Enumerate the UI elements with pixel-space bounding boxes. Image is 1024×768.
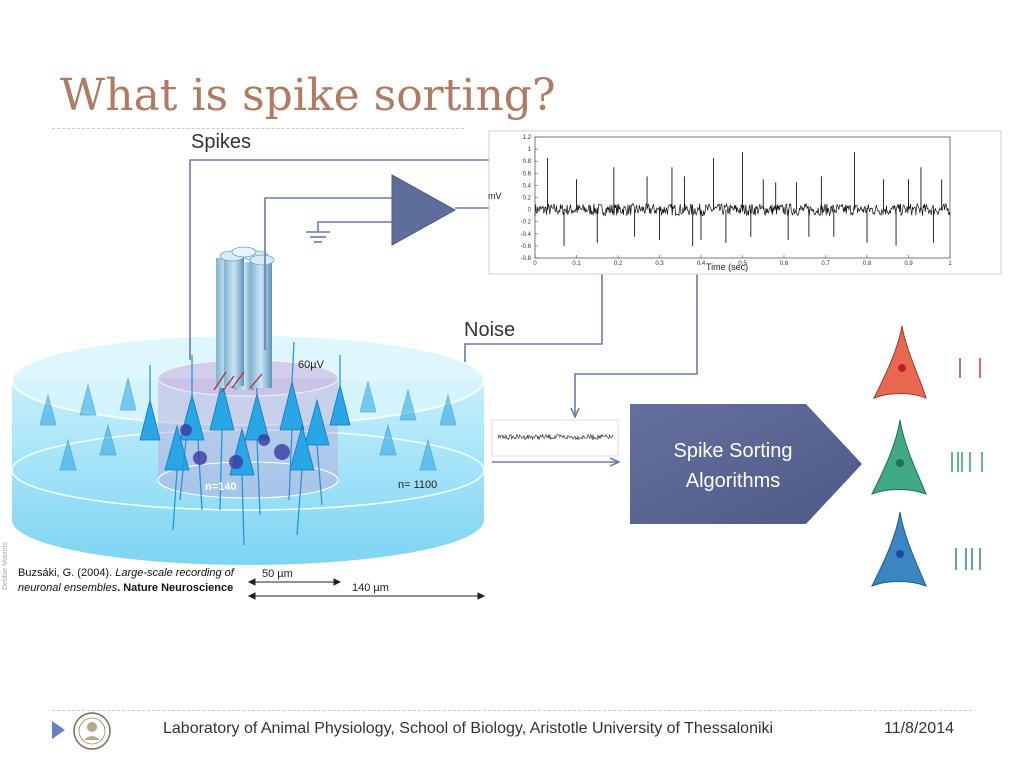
chart-ylabel: mV: [488, 191, 502, 201]
signal-wires: [189, 160, 698, 462]
voltage-label: 60µV: [298, 359, 325, 371]
recording-chart: -0.8 -0.6 -0.4 -0.2 0 0.2 0.4 0.6 0.8 1 1.2 0 0.1 0.2…: [488, 130, 1002, 275]
x-tick-label: 0.7: [821, 261, 830, 267]
footer-arrow-icon: [52, 721, 65, 739]
university-seal-icon: [73, 712, 111, 750]
citation-journal-prefix: .: [117, 582, 124, 594]
ground-icon: [306, 231, 330, 243]
sorted-neuron-green: [870, 419, 927, 495]
scale-bars: [247, 578, 486, 600]
citation-journal: Nature Neuroscience: [123, 582, 234, 594]
y-tick-label: 0.2: [523, 196, 532, 202]
sorted-neuron-red: [872, 325, 927, 399]
x-tick-label: 1: [948, 261, 952, 267]
spike-train-red: [959, 358, 981, 378]
y-tick-label: 1.2: [523, 135, 532, 141]
citation-authors: Buzsáki, G. (2004).: [18, 567, 113, 579]
x-tick-label: 0.5: [738, 261, 747, 267]
spike-train-green: [951, 452, 983, 472]
spike-train-blue: [955, 548, 981, 570]
footer-divider: [52, 710, 972, 711]
noise-label: Noise: [464, 319, 516, 341]
x-tick-label: 0.3: [655, 261, 664, 267]
tetrode-electrode: [213, 246, 275, 393]
y-tick-label: -0.6: [521, 244, 532, 250]
citation: Buzsáki, G. (2004). Large-scale recordin…: [18, 566, 258, 596]
y-tick-label: -0.8: [521, 256, 532, 262]
count-inner-label: n=140: [205, 481, 237, 493]
x-tick-label: 0.2: [614, 261, 623, 267]
noise-line: [534, 202, 951, 217]
algorithm-label: Spike Sorting Algorithms: [640, 436, 826, 496]
y-tick-label: 0.4: [523, 183, 532, 189]
footer-date: 11/8/2014: [884, 720, 954, 737]
illustrator-credit: Debbie Maizels: [2, 542, 9, 590]
x-tick-label: 0.8: [863, 261, 872, 267]
scale-140-label: 140 µm: [352, 582, 389, 594]
chart-spikes: [547, 152, 943, 246]
algorithm-box: [630, 404, 862, 524]
y-tick-label: 0: [528, 208, 532, 214]
chart-noise-trace: [534, 202, 951, 217]
slide-title: What is spike sorting?: [60, 70, 556, 121]
algorithm-label-line1: Spike Sorting: [673, 440, 793, 462]
x-tick-label: 0.6: [780, 261, 789, 267]
amplifier-icon: [391, 174, 457, 246]
x-tick-label: 0.4: [697, 261, 706, 267]
neuron-population: [39, 341, 457, 546]
y-tick-label: 0.6: [523, 171, 532, 177]
title-divider: [52, 128, 464, 129]
y-tick-label: -0.4: [521, 232, 532, 238]
spikes-label: Spikes: [191, 131, 252, 153]
chart-tick-labels: -0.8 -0.6 -0.4 -0.2 0 0.2 0.4 0.6 0.8 1 1.2 0 0.1 0.2…: [521, 135, 953, 267]
chart-axes: [534, 136, 951, 259]
y-tick-label: 0.8: [523, 159, 532, 165]
x-tick-label: 0: [533, 261, 537, 267]
noise-thumbnail: [491, 419, 619, 457]
y-tick-label: 1: [528, 147, 532, 153]
count-outer-label: n= 1100: [398, 479, 437, 491]
sorted-neuron-blue: [870, 511, 927, 587]
thumbnail-noise-line: [497, 433, 614, 441]
citation-title: Large-scale recording of neuronal ensemb…: [18, 567, 234, 594]
y-tick-label: -0.2: [521, 220, 532, 226]
x-tick-label: 0.1: [572, 261, 581, 267]
footer-lab: Laboratory of Animal Physiology, School …: [163, 720, 774, 737]
scale-50-label: 50 µm: [262, 568, 293, 580]
chart-xlabel: Time (sec): [706, 262, 748, 272]
x-tick-label: 0.9: [904, 261, 913, 267]
algorithm-label-line2: Algorithms: [685, 470, 781, 492]
